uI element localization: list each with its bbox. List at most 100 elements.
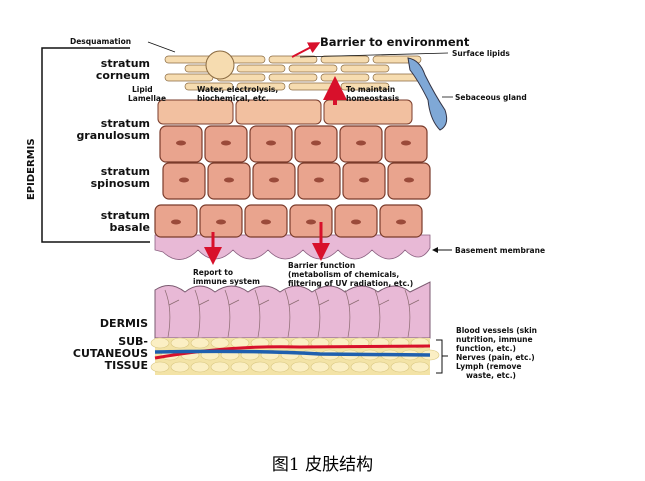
- cell-nucleus: [179, 177, 189, 183]
- surface-lipids-pointer: [299, 52, 449, 58]
- capillary: [344, 289, 360, 338]
- epidermis-label: EPIDERMIS: [26, 138, 37, 200]
- lymph-label-2: waste, etc.): [466, 371, 516, 380]
- surface-lipids-label: Surface lipids: [452, 49, 510, 58]
- cell-nucleus: [261, 219, 271, 225]
- barrier-function-label-3: filtering of UV radiation, etc.): [288, 279, 413, 288]
- basement-membrane: [154, 234, 431, 260]
- fat-cell: [170, 361, 190, 373]
- cell-nucleus: [216, 219, 226, 225]
- cell-nucleus: [311, 140, 321, 146]
- cell-nucleus: [306, 219, 316, 225]
- granulosum-cell: [235, 99, 322, 125]
- corneocyte: [288, 82, 338, 91]
- fat-cell: [230, 361, 250, 373]
- label-stratum-granulosum-1: stratum: [101, 117, 150, 130]
- vessels-label-3: function, etc.): [456, 344, 516, 353]
- label-stratum-corneum-2: corneum: [96, 69, 150, 82]
- cell-nucleus: [401, 140, 411, 146]
- cell-nucleus: [396, 219, 406, 225]
- water-label-2: biochemical, etc.: [197, 94, 269, 103]
- label-subcutaneous-1: SUB-: [118, 335, 148, 348]
- desquamation-pointer: [147, 41, 176, 53]
- lipid-lamellae-label-2: Lamellae: [128, 94, 166, 103]
- granulosum-cell: [157, 99, 234, 125]
- corneocyte: [268, 73, 318, 82]
- fat-cell: [250, 361, 270, 373]
- cell-nucleus: [221, 140, 231, 146]
- epidermis-cells: [154, 99, 431, 238]
- cell-nucleus: [269, 177, 279, 183]
- cell-nucleus: [171, 219, 181, 225]
- capillary: [254, 289, 270, 338]
- capillary: [284, 289, 300, 338]
- fat-cell: [150, 337, 170, 349]
- fat-cell: [310, 361, 330, 373]
- fat-cell: [290, 361, 310, 373]
- fat-cell: [170, 337, 190, 349]
- cell-nucleus: [359, 177, 369, 183]
- fat-cell: [410, 361, 430, 373]
- label-stratum-corneum-1: stratum: [101, 57, 150, 70]
- corneocyte: [320, 73, 370, 82]
- desquamating-cell: [205, 50, 235, 80]
- corneocyte: [184, 82, 234, 91]
- desquamation-label: Desquamation: [70, 37, 131, 46]
- label-subcutaneous-2: CUTANEOUS: [73, 347, 148, 360]
- fat-cell: [350, 361, 370, 373]
- basement-membrane-label: Basement membrane: [455, 246, 545, 255]
- dermis-layer: [154, 281, 431, 339]
- corneocyte: [164, 73, 214, 82]
- label-subcutaneous-3: TISSUE: [105, 359, 148, 372]
- label-stratum-spinosum-2: spinosum: [91, 177, 150, 190]
- barrier-arrow: [291, 42, 321, 58]
- sebaceous-gland-label: Sebaceous gland: [455, 93, 527, 102]
- capillary: [374, 289, 390, 338]
- corneocyte: [236, 64, 286, 73]
- label-dermis: DERMIS: [100, 317, 148, 330]
- sebaceous-gland: [407, 57, 448, 131]
- report-label-1: Report to: [193, 268, 233, 277]
- cell-nucleus: [266, 140, 276, 146]
- fat-cell: [390, 361, 410, 373]
- dermis-capillaries: [164, 289, 420, 338]
- capillary: [194, 289, 210, 338]
- fat-cell: [270, 361, 290, 373]
- nerves-label: Nerves (pain, etc.): [456, 353, 535, 362]
- barrier-environment-label: Barrier to environment: [320, 35, 470, 49]
- lymph-label-1: Lymph (remove: [456, 362, 521, 371]
- fat-cell: [190, 337, 210, 349]
- corneocyte: [320, 55, 370, 64]
- cell-nucleus: [404, 177, 414, 183]
- barrier-function-label-2: (metabolism of chemicals,: [288, 270, 399, 279]
- corneocyte: [164, 55, 214, 64]
- corneocyte: [340, 64, 390, 73]
- lipid-lamellae-label-1: Lipid: [132, 85, 153, 94]
- capillary: [314, 289, 330, 338]
- fat-cell: [210, 361, 230, 373]
- figure-caption: 图1 皮肤结构: [271, 455, 374, 475]
- capillary: [224, 289, 240, 338]
- granulosum-cell: [323, 99, 413, 125]
- label-stratum-granulosum-2: granulosum: [76, 129, 150, 142]
- report-label-2: immune system: [193, 277, 260, 286]
- label-stratum-basale-2: basale: [110, 221, 151, 234]
- cell-nucleus: [176, 140, 186, 146]
- corneocyte: [236, 82, 286, 91]
- blood-vessel-red: [154, 344, 431, 360]
- vessels-bracket: [436, 339, 448, 374]
- homeostasis-label-2: homeostasis: [346, 94, 400, 103]
- fat-cell: [370, 361, 390, 373]
- vessels-label-1: Blood vessels (skin: [456, 326, 537, 335]
- fat-cell: [190, 361, 210, 373]
- blood-vessel-blue: [154, 349, 431, 357]
- cell-nucleus: [314, 177, 324, 183]
- barrier-function-label-1: Barrier function: [288, 261, 355, 270]
- epidermis-bracket: [41, 47, 150, 243]
- capillary: [164, 289, 180, 338]
- label-stratum-basale-1: stratum: [101, 209, 150, 222]
- label-stratum-spinosum-1: stratum: [101, 165, 150, 178]
- fat-cell: [330, 361, 350, 373]
- cell-nucleus: [351, 219, 361, 225]
